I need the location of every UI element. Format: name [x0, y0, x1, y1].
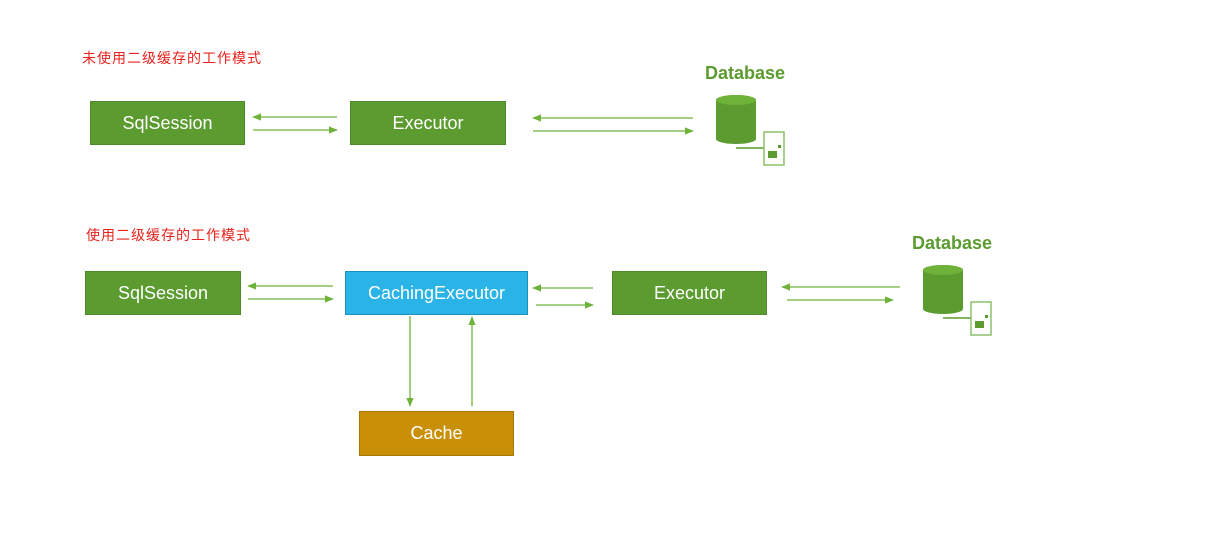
diagram1-sqlsession-label: SqlSession: [122, 112, 213, 133]
diagram1-sqlsession-box: SqlSession: [90, 101, 245, 145]
diagram1-database-server-icon: [716, 95, 785, 166]
diagram1-executor-box: Executor: [350, 101, 506, 145]
diagram2-executor-box: Executor: [612, 271, 767, 315]
diagram2-caching-executor-label: CachingExecutor: [367, 282, 506, 303]
diagram2-caption: 使用二级缓存的工作模式: [86, 228, 251, 244]
diagram2-cache-box: Cache: [359, 411, 514, 456]
diagram2-database-label: Database: [912, 233, 993, 253]
diagram2-sqlsession-label: SqlSession: [117, 282, 209, 303]
diagram2-cache-label: Cache: [410, 423, 463, 443]
diagram2-database-server-icon: [923, 265, 992, 336]
diagram1-executor-label: Executor: [392, 112, 464, 133]
diagram2-caching-executor-box: CachingExecutor: [345, 271, 528, 315]
diagram2-sqlsession-box: SqlSession: [85, 271, 241, 315]
diagram1-caption: 未使用二级缓存的工作模式: [82, 51, 262, 67]
diagram2-executor-label: Executor: [653, 282, 726, 303]
diagram1-database-label: Database: [705, 63, 786, 83]
